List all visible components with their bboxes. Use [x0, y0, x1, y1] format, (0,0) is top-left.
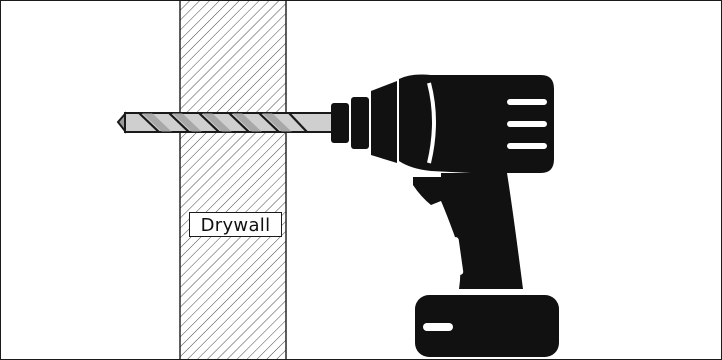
cordless-drill-icon: [331, 75, 559, 358]
drywall-label: Drywall: [189, 212, 282, 237]
drywall-panel: [180, 1, 286, 359]
drill-bit: [118, 113, 333, 132]
